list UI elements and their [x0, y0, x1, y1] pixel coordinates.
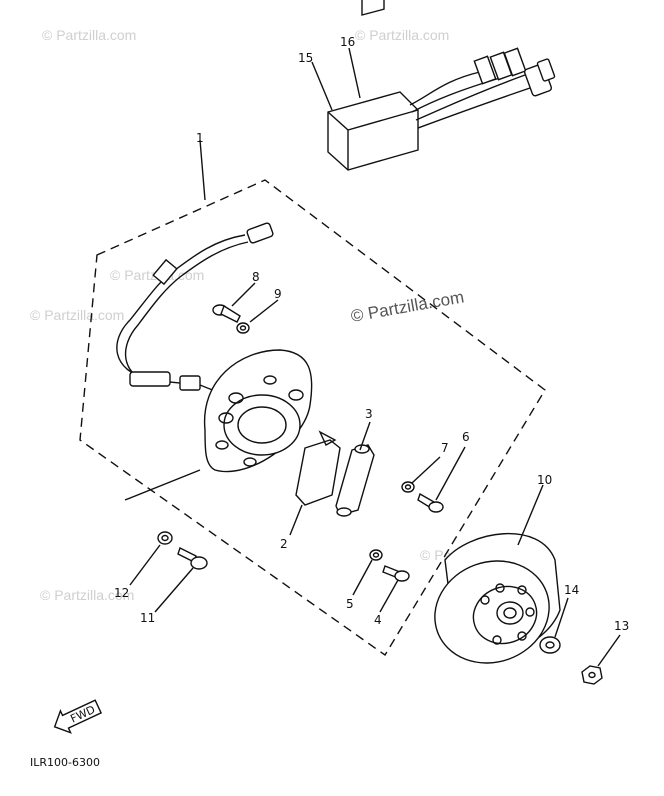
- screw-icon: [177, 547, 208, 570]
- callout-4: 4: [374, 613, 382, 627]
- watermark-layer: © Partzilla.com © Partzilla.com © Partzi…: [30, 27, 514, 603]
- charging-coil-icon: [295, 430, 341, 506]
- callout-13: 13: [614, 619, 629, 633]
- rotor-flywheel-icon: [434, 532, 561, 664]
- front-arrow-icon: FWD: [53, 699, 103, 734]
- callout-2: 2: [280, 537, 288, 551]
- leader-line: [597, 634, 621, 667]
- leader-line: [348, 47, 361, 99]
- nut-icon: [581, 665, 603, 685]
- screw-icon: [417, 492, 444, 513]
- leader-line: [289, 504, 303, 536]
- pickup-coil-icon: [335, 444, 375, 517]
- callout-8: 8: [252, 270, 260, 284]
- leader-line: [124, 469, 201, 501]
- screw-icon: [382, 565, 410, 582]
- cdi-unit-icon: [327, 0, 556, 171]
- watermark-main: © Partzilla.com: [349, 287, 465, 326]
- washer-icon: [236, 322, 250, 334]
- wire-harness: [116, 222, 274, 396]
- screw-icon: [212, 304, 241, 323]
- callout-7: 7: [441, 441, 449, 455]
- washer-icon: [401, 481, 415, 493]
- callout-11: 11: [140, 611, 155, 625]
- leader-line: [379, 579, 399, 613]
- assembly-boundary: [79, 179, 546, 657]
- leader-line: [199, 139, 206, 201]
- leader-line: [554, 597, 569, 638]
- callout-9: 9: [274, 287, 282, 301]
- watermark-text: © Partzilla.com: [42, 27, 136, 43]
- washer-icon: [157, 531, 173, 545]
- diagram-code: ILR100-6300: [30, 756, 100, 769]
- leader-line: [129, 544, 161, 586]
- leader-line: [435, 446, 466, 501]
- watermark-text: © Partzilla.com: [355, 27, 449, 43]
- callout-6: 6: [462, 430, 470, 444]
- callout-1: 1: [196, 131, 204, 145]
- watermark-text: © Partzilla.com: [40, 587, 134, 603]
- leader-line: [249, 299, 279, 323]
- stator-assembly-icon: [203, 349, 313, 473]
- callout-12: 12: [114, 586, 129, 600]
- leader-line: [411, 456, 441, 484]
- callout-10: 10: [537, 473, 552, 487]
- callout-3: 3: [365, 407, 373, 421]
- leader-line: [231, 282, 256, 307]
- callout-15: 15: [298, 51, 313, 65]
- washer-icon: [539, 636, 561, 654]
- callout-5: 5: [346, 597, 354, 611]
- leader-line: [154, 567, 194, 613]
- watermark-text: © Partzilla.com: [30, 307, 124, 323]
- washer-icon: [369, 549, 383, 561]
- leader-line: [517, 484, 544, 546]
- callout-14: 14: [564, 583, 579, 597]
- leader-line: [311, 61, 333, 111]
- leader-line: [359, 421, 371, 451]
- leader-line: [352, 559, 373, 596]
- callout-16: 16: [340, 35, 355, 49]
